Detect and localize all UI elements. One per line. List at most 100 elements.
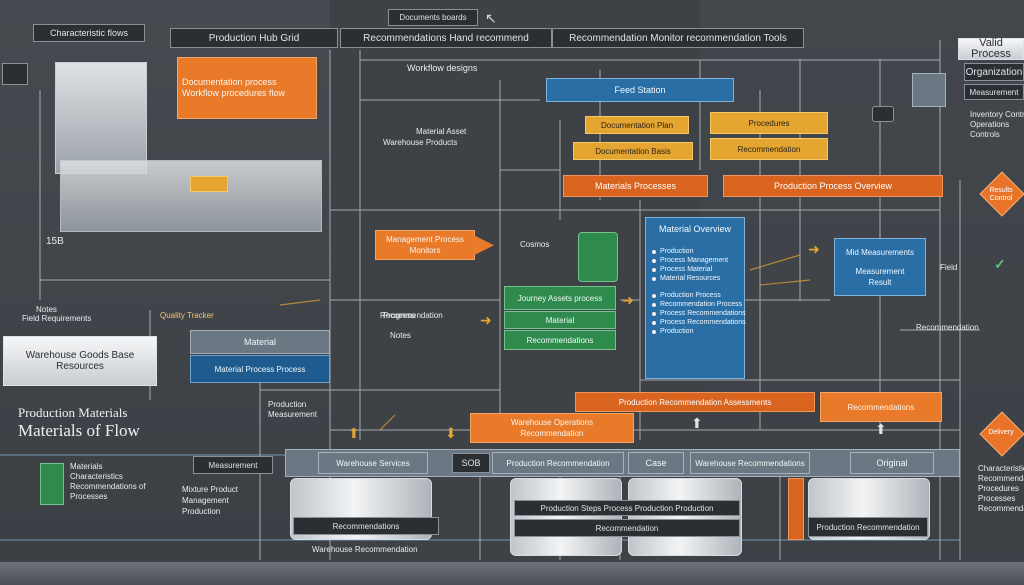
product-label-1: Material Asset	[416, 127, 467, 136]
right-list-item: Processes	[978, 494, 1016, 503]
right-list: Characteristics Recommendations Procedur…	[978, 464, 1024, 514]
steel-bar-cell-3[interactable]: SOB	[452, 453, 490, 473]
warehouse-operations-sub: Recommendation	[520, 429, 584, 438]
cosmos-label: Cosmos	[520, 240, 550, 249]
steel-bar-cell-4[interactable]: Production Recommendation	[492, 452, 624, 474]
bottom-label-b[interactable]: Production Steps Process Production Prod…	[514, 500, 740, 516]
management-process-arrow[interactable]: Management Process Monitors	[375, 230, 475, 260]
cylinder-icon	[872, 106, 894, 122]
green-label-3: Recommendations of	[70, 482, 146, 491]
documentation-plan[interactable]: Documentation Plan	[585, 116, 689, 134]
bullet-icon	[652, 249, 656, 254]
procedures-box[interactable]: Procedures	[710, 112, 828, 134]
warehouse-operations-box[interactable]: Warehouse Operations Recommendation	[470, 413, 634, 443]
overview-item: Recommendation Process	[652, 300, 742, 309]
overview-item-label: Process Management	[660, 257, 729, 264]
material-overview-panel[interactable]: Material Overview Production Process Man…	[645, 217, 746, 379]
green-label-2: Characteristics	[70, 472, 123, 481]
overview-item: Production	[652, 327, 693, 336]
overview-item-label: Production	[660, 248, 694, 255]
nav-item-1[interactable]: Production Hub Grid	[170, 28, 338, 48]
process-list-sub: Measurement	[268, 410, 317, 419]
bottom-label-c[interactable]: Recommendation	[514, 519, 740, 537]
feed-station[interactable]: Feed Station	[546, 78, 734, 102]
steel-bar-cell-5[interactable]: Case	[628, 452, 684, 474]
side-list-item: Management	[182, 496, 229, 505]
overview-item: Production	[652, 247, 693, 256]
overview-item-label: Process Recommendations	[660, 319, 746, 326]
header-right-sub-2[interactable]: Measurement	[964, 84, 1024, 100]
overview-item-label: Production	[660, 328, 694, 335]
material-overview-title: Material Overview	[658, 224, 732, 234]
warehouse-box-title: Warehouse Goods Base	[25, 350, 135, 361]
management-process-label: Management Process	[386, 235, 464, 244]
bullet-icon	[652, 276, 656, 281]
overview-item: Production Process	[652, 291, 721, 300]
steel-bar-cell-6[interactable]: Warehouse Recommendations	[690, 452, 810, 474]
warehouse-box[interactable]: Warehouse Goods Base Resources	[3, 336, 157, 386]
bottom-label-a[interactable]: Recommendations	[293, 517, 439, 535]
note-callout: Recommendation	[916, 323, 979, 332]
left-list-item: Operations	[970, 120, 1010, 129]
header-top-center[interactable]: Documents boards	[388, 9, 478, 26]
production-assessments-box[interactable]: Production Recommendation Assessments	[575, 392, 815, 412]
title-line-1: Production Materials	[18, 405, 128, 420]
header-right-title[interactable]: Valid Process	[958, 38, 1024, 60]
steel-bar-cell-7[interactable]: Original	[850, 452, 934, 474]
bottom-label-d[interactable]: Production Recommendation	[808, 517, 928, 537]
header-title-left[interactable]: Characteristic flows	[33, 24, 145, 42]
steel-bar-cell-2[interactable]: Warehouse Services	[318, 452, 428, 474]
notes-label: Notes	[390, 331, 411, 340]
green-label-block: Materials Characteristics Recommendation…	[70, 462, 146, 502]
right-list-item: Recommendations	[978, 504, 1024, 513]
material-task[interactable]: Material	[190, 330, 330, 354]
journey-sub-2[interactable]: Recommendations	[504, 330, 616, 350]
warehouse-operations-label: Warehouse Operations	[511, 418, 593, 427]
product-label-2: Warehouse Products	[383, 138, 458, 147]
recommendation-box[interactable]: Recommendation	[710, 138, 828, 160]
orange-note[interactable]: Documentation process Workflow procedure…	[177, 57, 317, 119]
arrow-up-icon: ⬆	[348, 425, 360, 441]
journey-sub[interactable]: Material	[504, 311, 616, 329]
arrow-right-icon: ▶	[474, 228, 494, 258]
right-list-item: Recommendations	[978, 474, 1024, 483]
journey-assets[interactable]: Journey Assets process	[504, 286, 616, 310]
arrow-up-icon: ⬆	[691, 415, 703, 431]
overview-item-label: Recommendation Process	[660, 301, 743, 308]
mid-measurements-title: Mid Measurements	[845, 247, 915, 257]
nav-item-3[interactable]: Recommendation Monitor recommendation To…	[552, 28, 804, 48]
material-sub[interactable]: Material Process Process	[190, 355, 330, 383]
overview-item-label: Process Recommendations	[660, 310, 746, 317]
mid-measurements-panel[interactable]: Mid Measurements Measurement Result	[834, 238, 926, 296]
production-overview-bar[interactable]: Production Process Overview	[723, 175, 943, 197]
nav-item-2[interactable]: Recommendations Hand recommend	[340, 28, 552, 48]
bullet-icon	[652, 258, 656, 263]
green-marker	[40, 463, 64, 505]
warehouse-sub-label: Field Requirements	[22, 314, 92, 323]
recommendations-box-right[interactable]: Recommendations	[820, 392, 942, 422]
workflow-tag: Workflow designs	[407, 63, 478, 73]
mid-measurements-sub-2: Result	[868, 277, 892, 287]
bullet-icon	[652, 293, 656, 298]
title-line-2: Materials of Flow	[18, 421, 140, 440]
overview-item-label: Process Material	[660, 266, 713, 273]
steel-bar-cell-1[interactable]: Measurement	[193, 456, 273, 474]
label-15b: 15B	[46, 236, 64, 247]
progress-label: Progress	[383, 311, 416, 320]
materials-processes-bar[interactable]: Materials Processes	[563, 175, 708, 197]
decision-diamond-1-label: Results Control	[989, 187, 1013, 202]
bullet-icon	[652, 329, 656, 334]
documentation-basis[interactable]: Documentation Basis	[573, 142, 693, 160]
machine-tag	[190, 176, 228, 192]
field-label: Field	[940, 263, 958, 272]
side-list-item: Production	[182, 507, 221, 516]
process-list-label: Production	[268, 400, 307, 409]
green-cylinder	[578, 232, 618, 282]
bullet-icon	[652, 267, 656, 272]
management-process-sub: Monitors	[409, 246, 441, 255]
overview-item: Process Recommendations	[652, 318, 746, 327]
header-right-sub-1[interactable]: Organization	[964, 63, 1024, 81]
storage-tank	[628, 478, 742, 556]
left-list-item: Inventory Control	[970, 110, 1024, 119]
left-list: Inventory Control Operations Controls	[970, 110, 1024, 140]
